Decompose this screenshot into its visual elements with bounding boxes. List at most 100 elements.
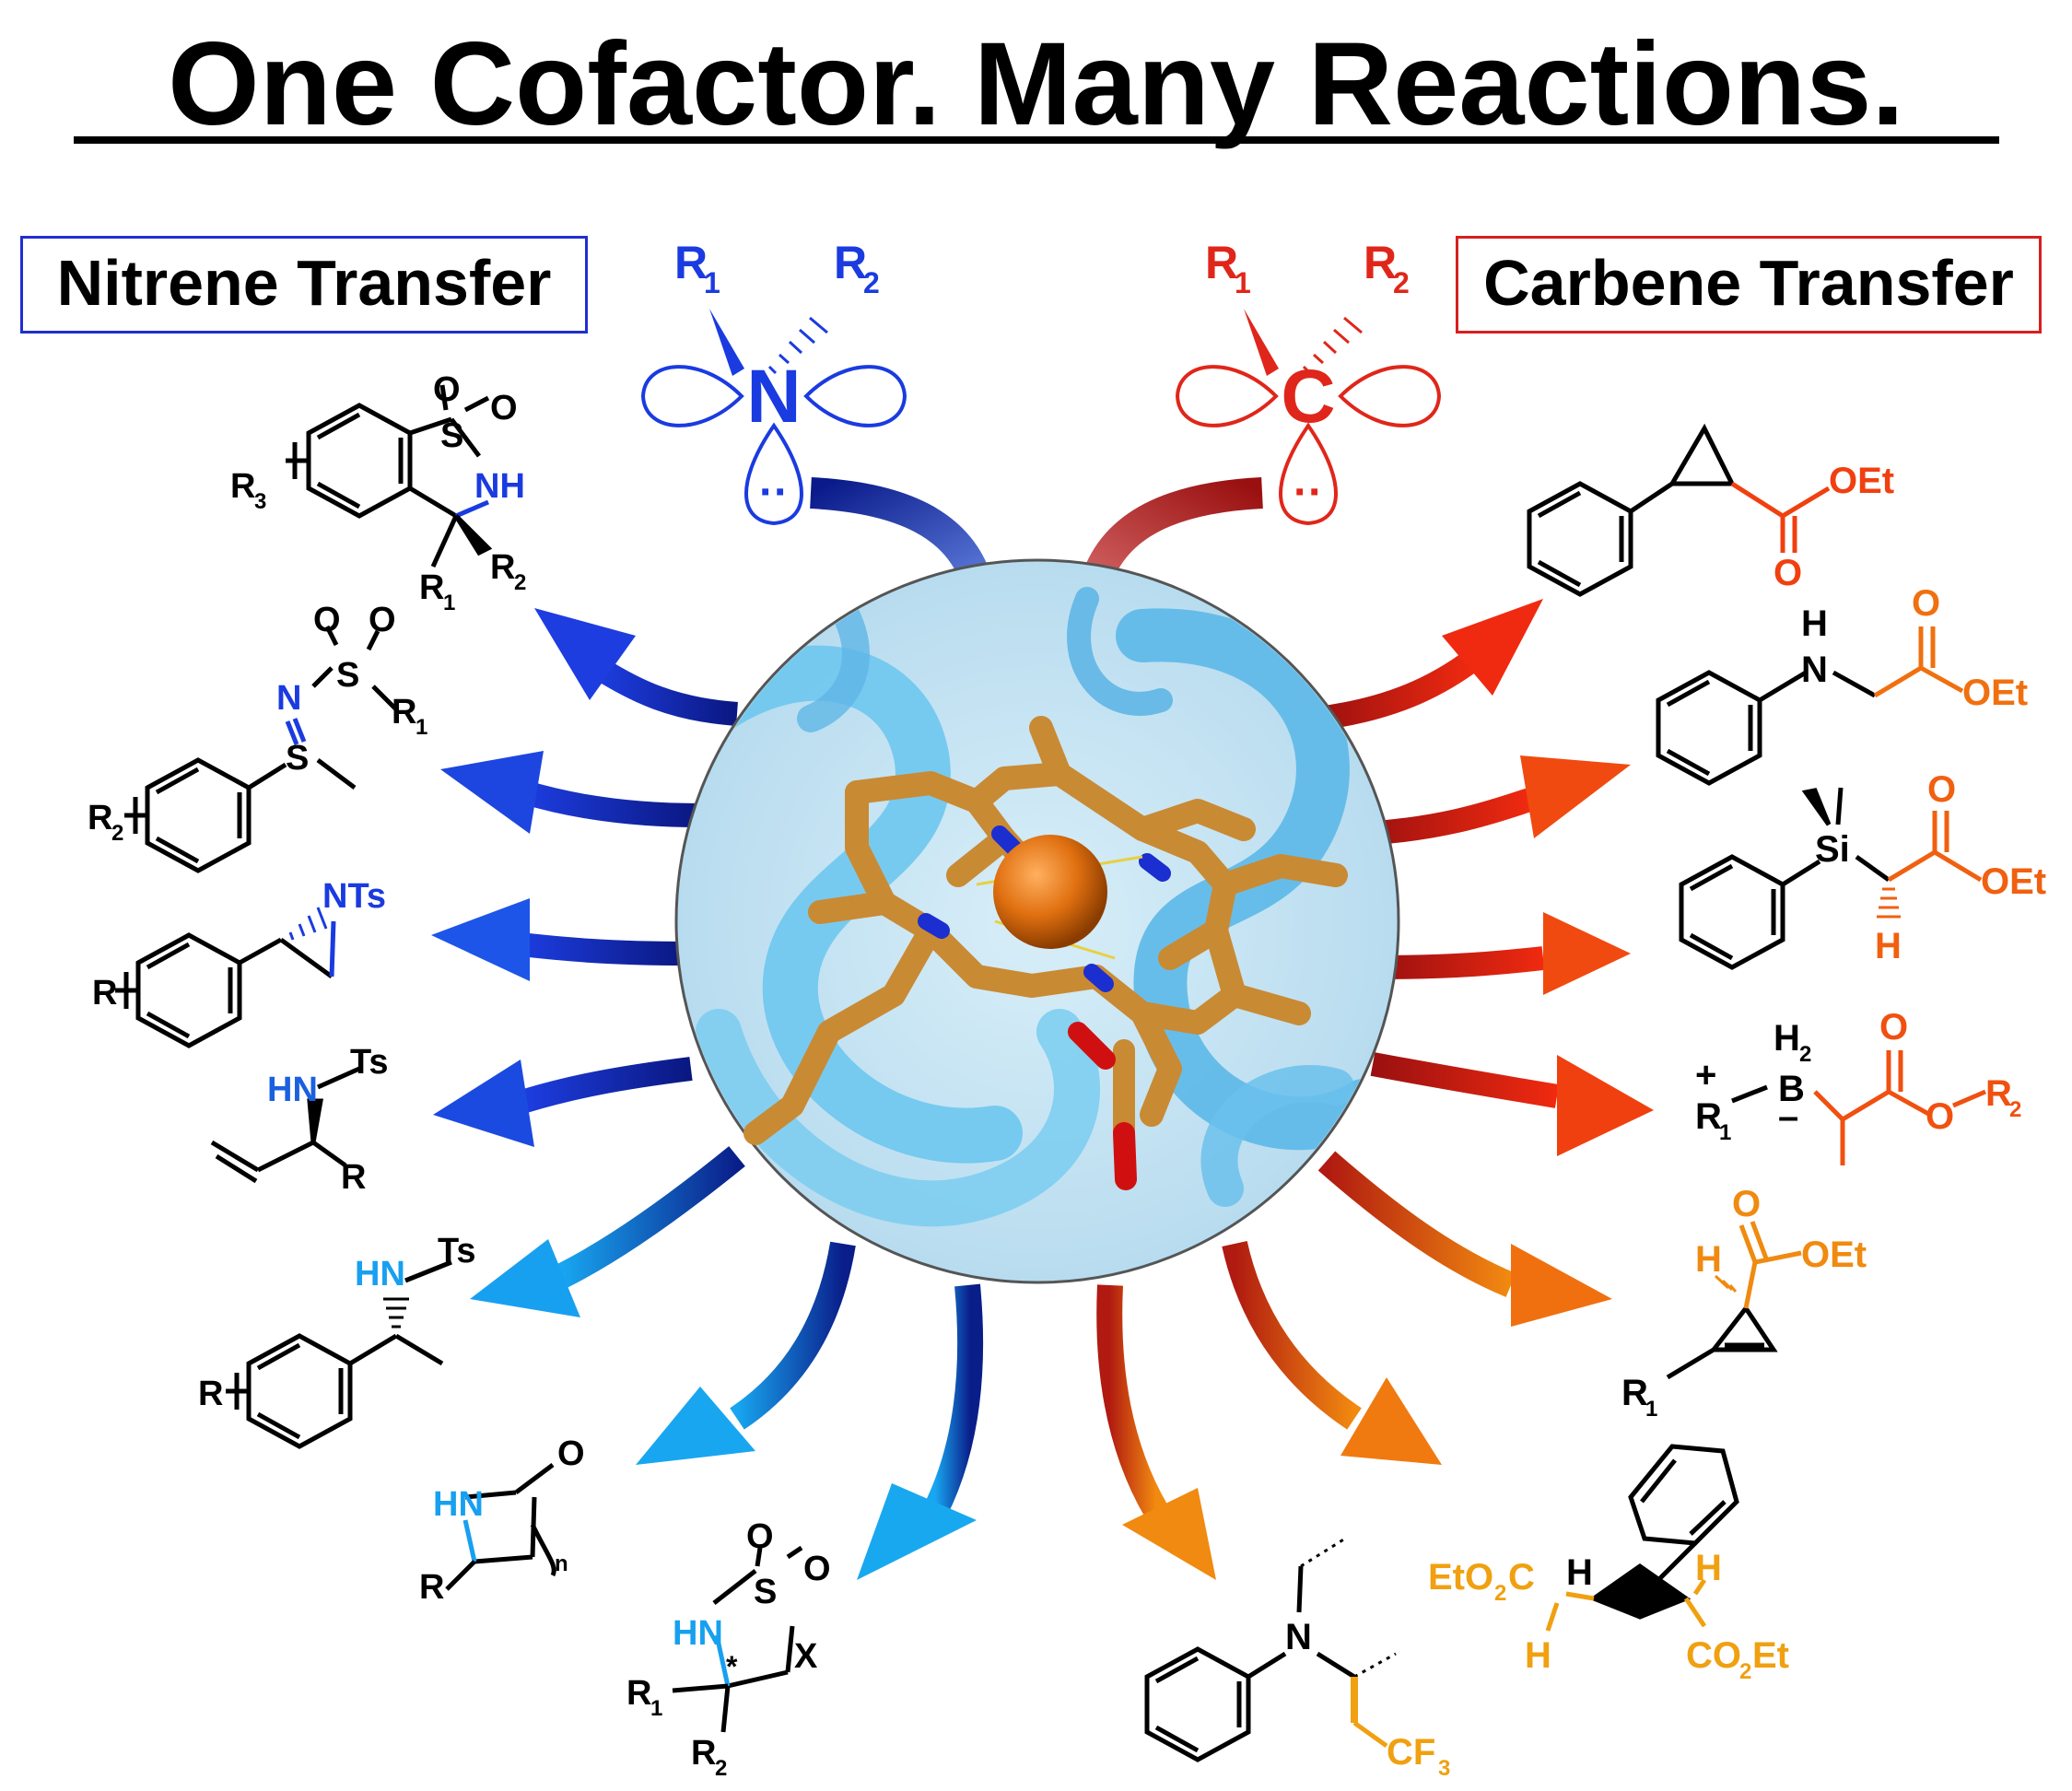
carbene-lone-pair: ·· <box>1294 468 1323 517</box>
benzylic-amine-r: R <box>198 1375 223 1413</box>
arrowhead-left-4 <box>433 1059 534 1147</box>
product-lactam <box>445 1463 556 1591</box>
heme-nitrogens <box>918 825 1171 992</box>
sulfoximine-o1: O <box>313 601 341 639</box>
product-bh-insertion <box>1731 1084 1768 1104</box>
si-insertion-hash <box>1877 887 1901 919</box>
bh-insertion-ester <box>1813 1050 1986 1165</box>
carbene-product-arrows <box>1096 599 1654 1580</box>
product-nh-insertion <box>1656 670 1877 786</box>
arrowhead-right-6 <box>1340 1377 1442 1465</box>
sulfoximine-o2: O <box>369 601 396 639</box>
carbene-incoming-arrow <box>1081 477 1263 586</box>
arrow-left-4 <box>521 1057 693 1113</box>
product-benzylic-amine <box>226 1259 452 1449</box>
aziridine-n: NTs <box>322 877 386 916</box>
lactam-o: O <box>557 1434 585 1473</box>
bh-insertion-o2: O <box>1926 1096 1954 1137</box>
sulfamidate-o2: O <box>803 1550 831 1588</box>
benzosultam-r3: R <box>230 467 255 506</box>
bicyclobutane-eto2c-c: C <box>1508 1557 1535 1598</box>
carbene-transfer-label: Carbene Transfer <box>1456 236 2042 334</box>
cf3-amine-n: N <box>1285 1617 1312 1657</box>
nitrene-transfer-label: Nitrene Transfer <box>20 236 588 334</box>
bh-insertion-r1-index: 1 <box>1719 1120 1731 1145</box>
nitrene-lone-pair: ·· <box>759 468 789 517</box>
arrowhead-left-5 <box>470 1239 580 1317</box>
si-insertion-si: Si <box>1815 829 1850 870</box>
sulfoximine-r1: R <box>392 693 416 732</box>
bicyclobutane-h1: H <box>1566 1552 1593 1593</box>
aziridine-hash <box>288 907 328 941</box>
carbene-r2-index: 2 <box>1393 266 1410 299</box>
cf3-amine-dashes <box>1300 1537 1397 1679</box>
bicyclobutane-eto2c: EtO <box>1428 1557 1493 1598</box>
arrowhead-left-7 <box>857 1483 977 1580</box>
carbene-atom: C <box>1281 355 1335 439</box>
arrow-left-1 <box>592 657 738 726</box>
bicyclobutane-h2: H <box>1525 1635 1551 1676</box>
nitrene-incoming-arrow <box>810 477 992 586</box>
sulfoximine-r2-index: 2 <box>111 821 123 846</box>
bh-insertion-b: B <box>1778 1069 1805 1109</box>
carbene-wedge-bond <box>1244 309 1279 376</box>
si-insertion-o: O <box>1927 769 1956 810</box>
product-sulfoximine <box>124 625 398 873</box>
nh-insertion-h: H <box>1801 603 1828 644</box>
si-insertion-h: H <box>1875 926 1902 966</box>
product-si-insertion <box>1679 787 1891 970</box>
title-underline <box>74 136 1999 144</box>
arrow-right-5 <box>1317 1151 1516 1297</box>
arrowhead-right-4 <box>1557 1055 1654 1156</box>
cyclopropane-o: O <box>1773 553 1802 593</box>
sulfamidate-hn: HN <box>673 1614 723 1653</box>
nh-insertion-o: O <box>1912 583 1940 624</box>
sulfoximine-r1-index: 1 <box>416 715 427 740</box>
carbene-hash-bond <box>1302 316 1363 375</box>
product-bicyclobutane <box>1588 1444 1739 1620</box>
product-cyclopropane <box>1527 423 1737 597</box>
arrow-left-5 <box>556 1146 745 1288</box>
nh-insertion-n: N <box>1801 650 1828 690</box>
sulfoximine-r2: R <box>88 799 112 837</box>
nitrene-r2-label: R <box>834 237 867 288</box>
product-sulfamidate <box>672 1545 803 1733</box>
arrow-right-2 <box>1363 788 1534 846</box>
sulfamidate-star: * <box>726 1650 738 1683</box>
bh-insertion-r2-index: 2 <box>2009 1097 2021 1122</box>
nitrene-wedge-bond <box>709 309 744 376</box>
benzosultam-r1-index: 1 <box>443 591 455 615</box>
benzosultam-r1: R <box>419 568 444 607</box>
product-cyclopropene <box>1666 1304 1778 1380</box>
heme-oxygen-1 <box>1113 1122 1137 1190</box>
bh-insertion-r1: R <box>1695 1096 1722 1137</box>
sulfamidate-r1-index: 1 <box>650 1696 662 1721</box>
sulfamidate-o1: O <box>746 1517 774 1556</box>
arrow-right-6 <box>1222 1240 1362 1430</box>
lactam-hn: HN <box>433 1485 484 1524</box>
sulfamidate-r2-index: 2 <box>715 1756 727 1781</box>
benzosultam-o1: O <box>433 370 461 409</box>
arrowhead-right-2 <box>1520 755 1631 838</box>
nitrene-r1-index: 1 <box>704 266 720 299</box>
bicyclobutane-esters <box>1545 1578 1707 1632</box>
cf3-amine-cf-index: 3 <box>1438 1756 1450 1781</box>
arrow-left-2 <box>521 780 701 827</box>
arrowhead-left-6 <box>636 1387 755 1465</box>
arrowhead-right-1 <box>1442 599 1543 696</box>
aziridine-r: R <box>92 974 117 1013</box>
arrowhead-left-3 <box>431 898 530 981</box>
lactam-r: R <box>419 1568 444 1607</box>
product-aziridine <box>115 920 336 1048</box>
benzosultam-o2: O <box>490 389 518 427</box>
heme-porphyrin <box>743 716 1348 1145</box>
bicyclobutane-co2et: CO <box>1686 1635 1741 1676</box>
arrow-right-4 <box>1370 1052 1560 1108</box>
cyclopropene-hash <box>1714 1274 1738 1293</box>
arrow-right-1 <box>1316 649 1481 731</box>
allylic-amine-hn: HN <box>267 1071 318 1109</box>
benzosultam-s: S <box>440 416 463 455</box>
nitrene-r2-index: 2 <box>863 266 880 299</box>
nitrene-left-lobe <box>640 365 744 427</box>
